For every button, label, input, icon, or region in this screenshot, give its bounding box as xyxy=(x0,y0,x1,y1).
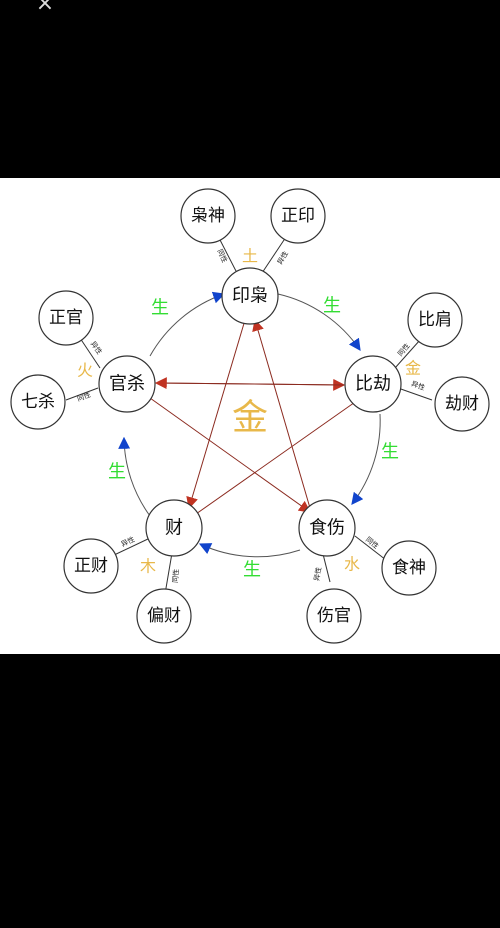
sheng-arc-yin-to-bi xyxy=(277,293,361,351)
svg-text:印枭: 印枭 xyxy=(232,286,268,307)
side-node-zheng-guan: 正官 xyxy=(38,290,94,346)
main-node-guan-sha: 官杀 xyxy=(98,355,156,413)
side-node-pian-cai: 偏财 xyxy=(136,588,192,644)
label-diff-gender: 异性 xyxy=(410,379,426,392)
main-node-shi-shang: 食伤 xyxy=(298,499,356,557)
side-node-bi-jian: 比肩 xyxy=(407,292,463,348)
svg-text:偏财: 偏财 xyxy=(147,606,181,626)
sheng-label: 生 xyxy=(108,462,126,483)
element-label-metal: 金 xyxy=(405,359,421,378)
svg-text:比劫: 比劫 xyxy=(355,374,391,395)
main-node-yin-xiao: 印枭 xyxy=(221,267,279,325)
side-node-qi-sha: 七杀 xyxy=(10,374,66,430)
svg-text:食神: 食神 xyxy=(392,558,426,578)
sheng-arc-cai-to-guan xyxy=(118,436,151,517)
svg-text:比肩: 比肩 xyxy=(418,310,452,330)
svg-text:正财: 正财 xyxy=(74,556,108,576)
main-node-cai: 财 xyxy=(145,499,203,557)
side-node-shi-shen: 食神 xyxy=(381,540,437,596)
sheng-label: 生 xyxy=(381,442,399,463)
ke-line-cai-to-bi xyxy=(195,399,359,515)
svg-text:七杀: 七杀 xyxy=(21,392,55,412)
center-element-label: 金 xyxy=(232,398,268,439)
side-node-shang-guan: 伤官 xyxy=(306,588,362,644)
label-diff-gender: 异性 xyxy=(312,566,323,581)
label-diff-gender: 异性 xyxy=(275,249,290,266)
label-diff-gender: 异性 xyxy=(120,535,136,549)
sheng-label: 生 xyxy=(323,296,341,317)
sheng-arc-bi-to-shi xyxy=(351,413,381,505)
element-label-earth: 土 xyxy=(242,247,258,266)
svg-text:食伤: 食伤 xyxy=(309,518,345,539)
ke-line-guan-to-shi xyxy=(149,397,311,513)
label-same-gender: 同性 xyxy=(396,341,412,358)
element-label-wood: 木 xyxy=(140,557,156,576)
svg-text:正印: 正印 xyxy=(281,206,315,226)
main-node-bi-jie: 比劫 xyxy=(344,355,402,413)
side-node-zheng-yin: 正印 xyxy=(270,188,326,244)
label-same-gender: 同性 xyxy=(170,569,180,584)
label-same-gender: 同性 xyxy=(364,535,381,551)
close-icon[interactable]: × xyxy=(35,0,55,16)
svg-text:财: 财 xyxy=(165,518,183,539)
side-node-zheng-cai: 正财 xyxy=(63,538,119,594)
sheng-arc-shi-to-cai xyxy=(198,543,301,558)
label-same-gender: 同性 xyxy=(215,248,229,264)
svg-text:枭神: 枭神 xyxy=(191,206,225,226)
svg-text:劫财: 劫财 xyxy=(445,394,479,414)
ke-line-shi-to-yin xyxy=(252,318,311,509)
svg-text:正官: 正官 xyxy=(49,308,83,328)
ke-line-yin-to-cai xyxy=(186,319,246,510)
diagram-panel: 同性 异性 同性 异性 同性 异性 异性 同性 异性 同性 生 生 生 生 生 … xyxy=(0,178,500,654)
label-diff-gender: 异性 xyxy=(89,339,104,356)
side-node-jie-cai: 劫财 xyxy=(434,376,490,432)
svg-text:伤官: 伤官 xyxy=(317,606,351,626)
sheng-arc-guan-to-yin xyxy=(149,291,226,357)
sheng-label: 生 xyxy=(151,298,169,319)
five-elements-diagram: 同性 异性 同性 异性 同性 异性 异性 同性 异性 同性 生 生 生 生 生 … xyxy=(10,188,490,644)
ke-line-bi-to-guan xyxy=(154,377,345,390)
side-node-xiao-shen: 枭神 xyxy=(180,188,236,244)
svg-text:官杀: 官杀 xyxy=(109,374,145,395)
sheng-label: 生 xyxy=(243,560,261,581)
element-label-fire: 火 xyxy=(77,361,93,380)
label-same-gender: 同性 xyxy=(76,390,92,403)
element-label-water: 水 xyxy=(344,555,360,574)
